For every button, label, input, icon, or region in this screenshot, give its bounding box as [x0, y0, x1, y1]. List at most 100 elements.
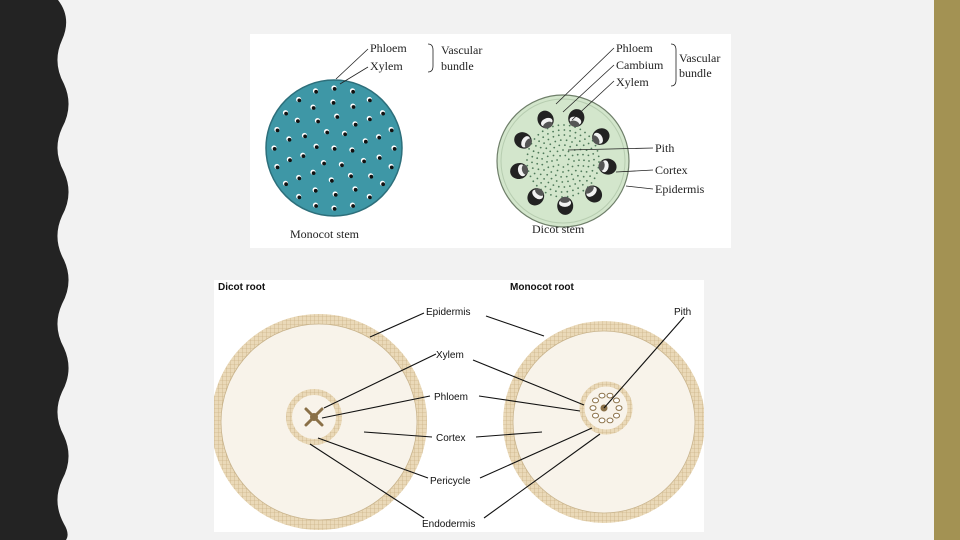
- pith-cell: [543, 142, 545, 144]
- dicot-bundle-label: bundle: [679, 66, 712, 80]
- pith-cell: [569, 135, 571, 137]
- dicot-pith-label: Pith: [655, 141, 674, 155]
- monocot-bundle-xylem: [334, 193, 338, 197]
- pith-cell: [577, 165, 579, 167]
- monocot-bundle-xylem: [333, 147, 337, 151]
- pith-cell: [555, 190, 557, 192]
- pith-cell: [588, 155, 590, 157]
- monocot-bundle-xylem: [378, 156, 382, 160]
- root-cortex-label: Cortex: [436, 433, 465, 444]
- monocot-bundle-xylem: [315, 145, 319, 149]
- monocot-xylem-vessel: [616, 406, 622, 411]
- pith-cell: [538, 168, 540, 170]
- monocot-stem: [266, 80, 402, 216]
- monocot-xylem-vessel: [614, 413, 620, 418]
- pith-cell: [540, 147, 542, 149]
- monocot-bundle-xylem: [276, 129, 280, 133]
- pith-cell: [552, 131, 554, 133]
- pith-cell: [588, 135, 590, 137]
- dicot-stem-caption: Dicot stem: [532, 222, 585, 236]
- monocot-xylem-vessel: [593, 398, 599, 403]
- pith-cell: [541, 158, 543, 160]
- monocot-bundle-xylem: [351, 90, 355, 94]
- monocot-bundle-xylem: [284, 182, 288, 186]
- monocot-bundle-xylem: [369, 175, 373, 179]
- pith-cell: [553, 166, 555, 168]
- pith-cell: [551, 160, 553, 162]
- pith-cell: [596, 172, 598, 174]
- pith-cell: [546, 161, 548, 163]
- dicot-cortex-label: Cortex: [655, 163, 688, 177]
- pith-cell: [541, 164, 543, 166]
- monocot-xylem-vessel: [614, 398, 620, 403]
- pith-cell: [579, 129, 581, 131]
- pith-cell: [584, 138, 586, 140]
- pith-cell: [592, 153, 594, 155]
- pith-cell: [526, 165, 528, 167]
- monocot-bundle-xylem: [343, 132, 347, 136]
- pith-cell: [580, 170, 582, 172]
- pith-cell: [536, 157, 538, 159]
- monocot-bundle-xylem: [316, 120, 320, 124]
- monocot-bundle-xylem: [296, 119, 300, 123]
- monocot-xylem-label: Xylem: [370, 59, 403, 73]
- root-epidermis-label: Epidermis: [426, 307, 470, 318]
- pith-cell: [582, 154, 584, 156]
- pith-cell: [556, 180, 558, 182]
- pith-cell: [528, 148, 530, 150]
- pith-cell: [558, 164, 560, 166]
- pith-cell: [566, 176, 568, 178]
- monocot-bundle-xylem: [314, 204, 318, 208]
- monocot-bundle-xylem: [354, 123, 358, 127]
- monocot-bundle-xylem: [368, 99, 372, 103]
- monocot-bundle-xylem: [381, 112, 385, 116]
- dicot-cambium-label: Cambium: [616, 58, 664, 72]
- monocot-bundle-xylem: [322, 162, 326, 166]
- pith-cell: [545, 192, 547, 194]
- monocot-bundle-xylem: [354, 188, 358, 192]
- pith-cell: [589, 175, 591, 177]
- monocot-vascular-label: Vascular: [441, 43, 482, 57]
- monocot-bundle-xylem: [332, 101, 336, 105]
- pith-cell: [558, 145, 560, 147]
- pith-cell: [543, 152, 545, 154]
- pith-cell: [572, 178, 574, 180]
- monocot-bundle-xylem: [351, 149, 355, 153]
- pith-cell: [542, 136, 544, 138]
- pith-cell: [588, 166, 590, 168]
- monocot-bundle-xylem: [297, 196, 301, 200]
- monocot-xylem-vessel: [599, 393, 605, 398]
- pith-cell: [576, 144, 578, 146]
- monocot-xylem-vessel: [607, 393, 613, 398]
- pith-cell: [543, 178, 545, 180]
- pith-cell: [575, 170, 577, 172]
- monocot-bundle-xylem: [297, 177, 301, 181]
- pith-cell: [551, 178, 553, 180]
- monocot-bundle-xylem: [390, 166, 394, 170]
- pith-cell: [540, 174, 542, 176]
- pith-cell: [588, 143, 590, 145]
- pith-cell: [534, 173, 536, 175]
- monocot-xylem-vessel: [607, 418, 613, 423]
- monocot-bundle-xylem: [325, 131, 329, 135]
- pith-cell: [533, 150, 535, 152]
- monocot-xylem-vessel: [593, 413, 599, 418]
- monocot-bundle-xylem: [303, 135, 307, 139]
- pith-cell: [586, 180, 588, 182]
- monocot-phloem-label: Phloem: [370, 41, 407, 55]
- root-xylem-label: Xylem: [436, 350, 464, 361]
- pith-cell: [574, 137, 576, 139]
- stem-diagram: Phloem Xylem Vascular bundle Monocot ste…: [250, 34, 731, 248]
- pith-cell: [535, 145, 537, 147]
- stem-diagram-panel: Phloem Xylem Vascular bundle Monocot ste…: [250, 34, 731, 248]
- pith-cell: [558, 129, 560, 131]
- monocot-bundle-xylem: [288, 158, 292, 162]
- pith-cell: [568, 170, 570, 172]
- pith-cell: [530, 176, 532, 178]
- monocot-bundle-xylem: [377, 136, 381, 140]
- monocot-xylem-vessel: [590, 406, 596, 411]
- monocot-bundle-xylem: [314, 90, 318, 94]
- pith-cell: [562, 171, 564, 173]
- pith-cell: [536, 185, 538, 187]
